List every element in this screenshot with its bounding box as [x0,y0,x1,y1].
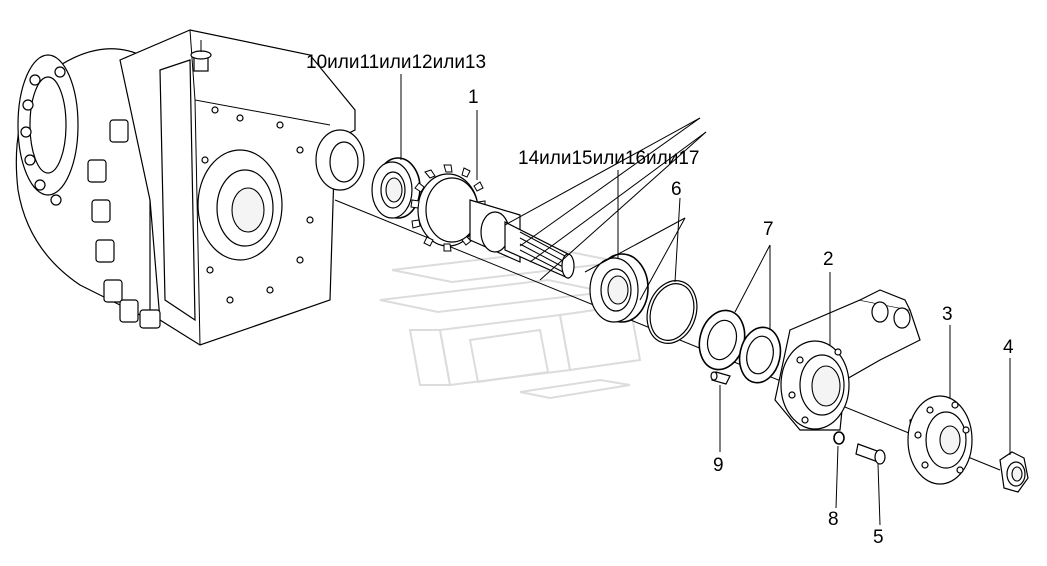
callout-8: 8 [828,509,839,530]
bearing-part-14-17 [589,253,649,323]
callout-6: 6 [671,179,682,200]
callout-1: 1 [468,87,479,108]
o-ring-part-6 [646,280,698,344]
breather-fitting-icon [190,40,212,72]
cover-bolt-ring [20,66,66,206]
washer-part-8 [833,431,845,445]
bolt-part-5 [855,443,886,465]
callout-3: 3 [942,304,953,325]
callout-5: 5 [873,527,884,548]
seal-part-7a [698,309,746,371]
callout-2: 2 [823,249,834,270]
housing-bolt-heads [87,119,139,323]
gear-shaft-part-1 [410,164,575,279]
nut-part-4 [999,451,1029,493]
transmission-housing [15,29,365,346]
seal-part-7b [738,326,782,384]
callout-7: 7 [763,219,774,240]
housing-holes [201,106,314,304]
flange-part-3 [907,395,973,485]
callout-4: 4 [1003,337,1014,358]
callout-14-17: 14или15или16или17 [518,148,700,169]
callout-9: 9 [713,455,724,476]
bracket-part-2 [774,289,921,431]
callout-10-13: 10или11или12или13 [306,52,487,73]
pin-part-9 [710,371,731,385]
bearing-part-10-13 [371,157,421,219]
leader-lines [400,74,1011,526]
